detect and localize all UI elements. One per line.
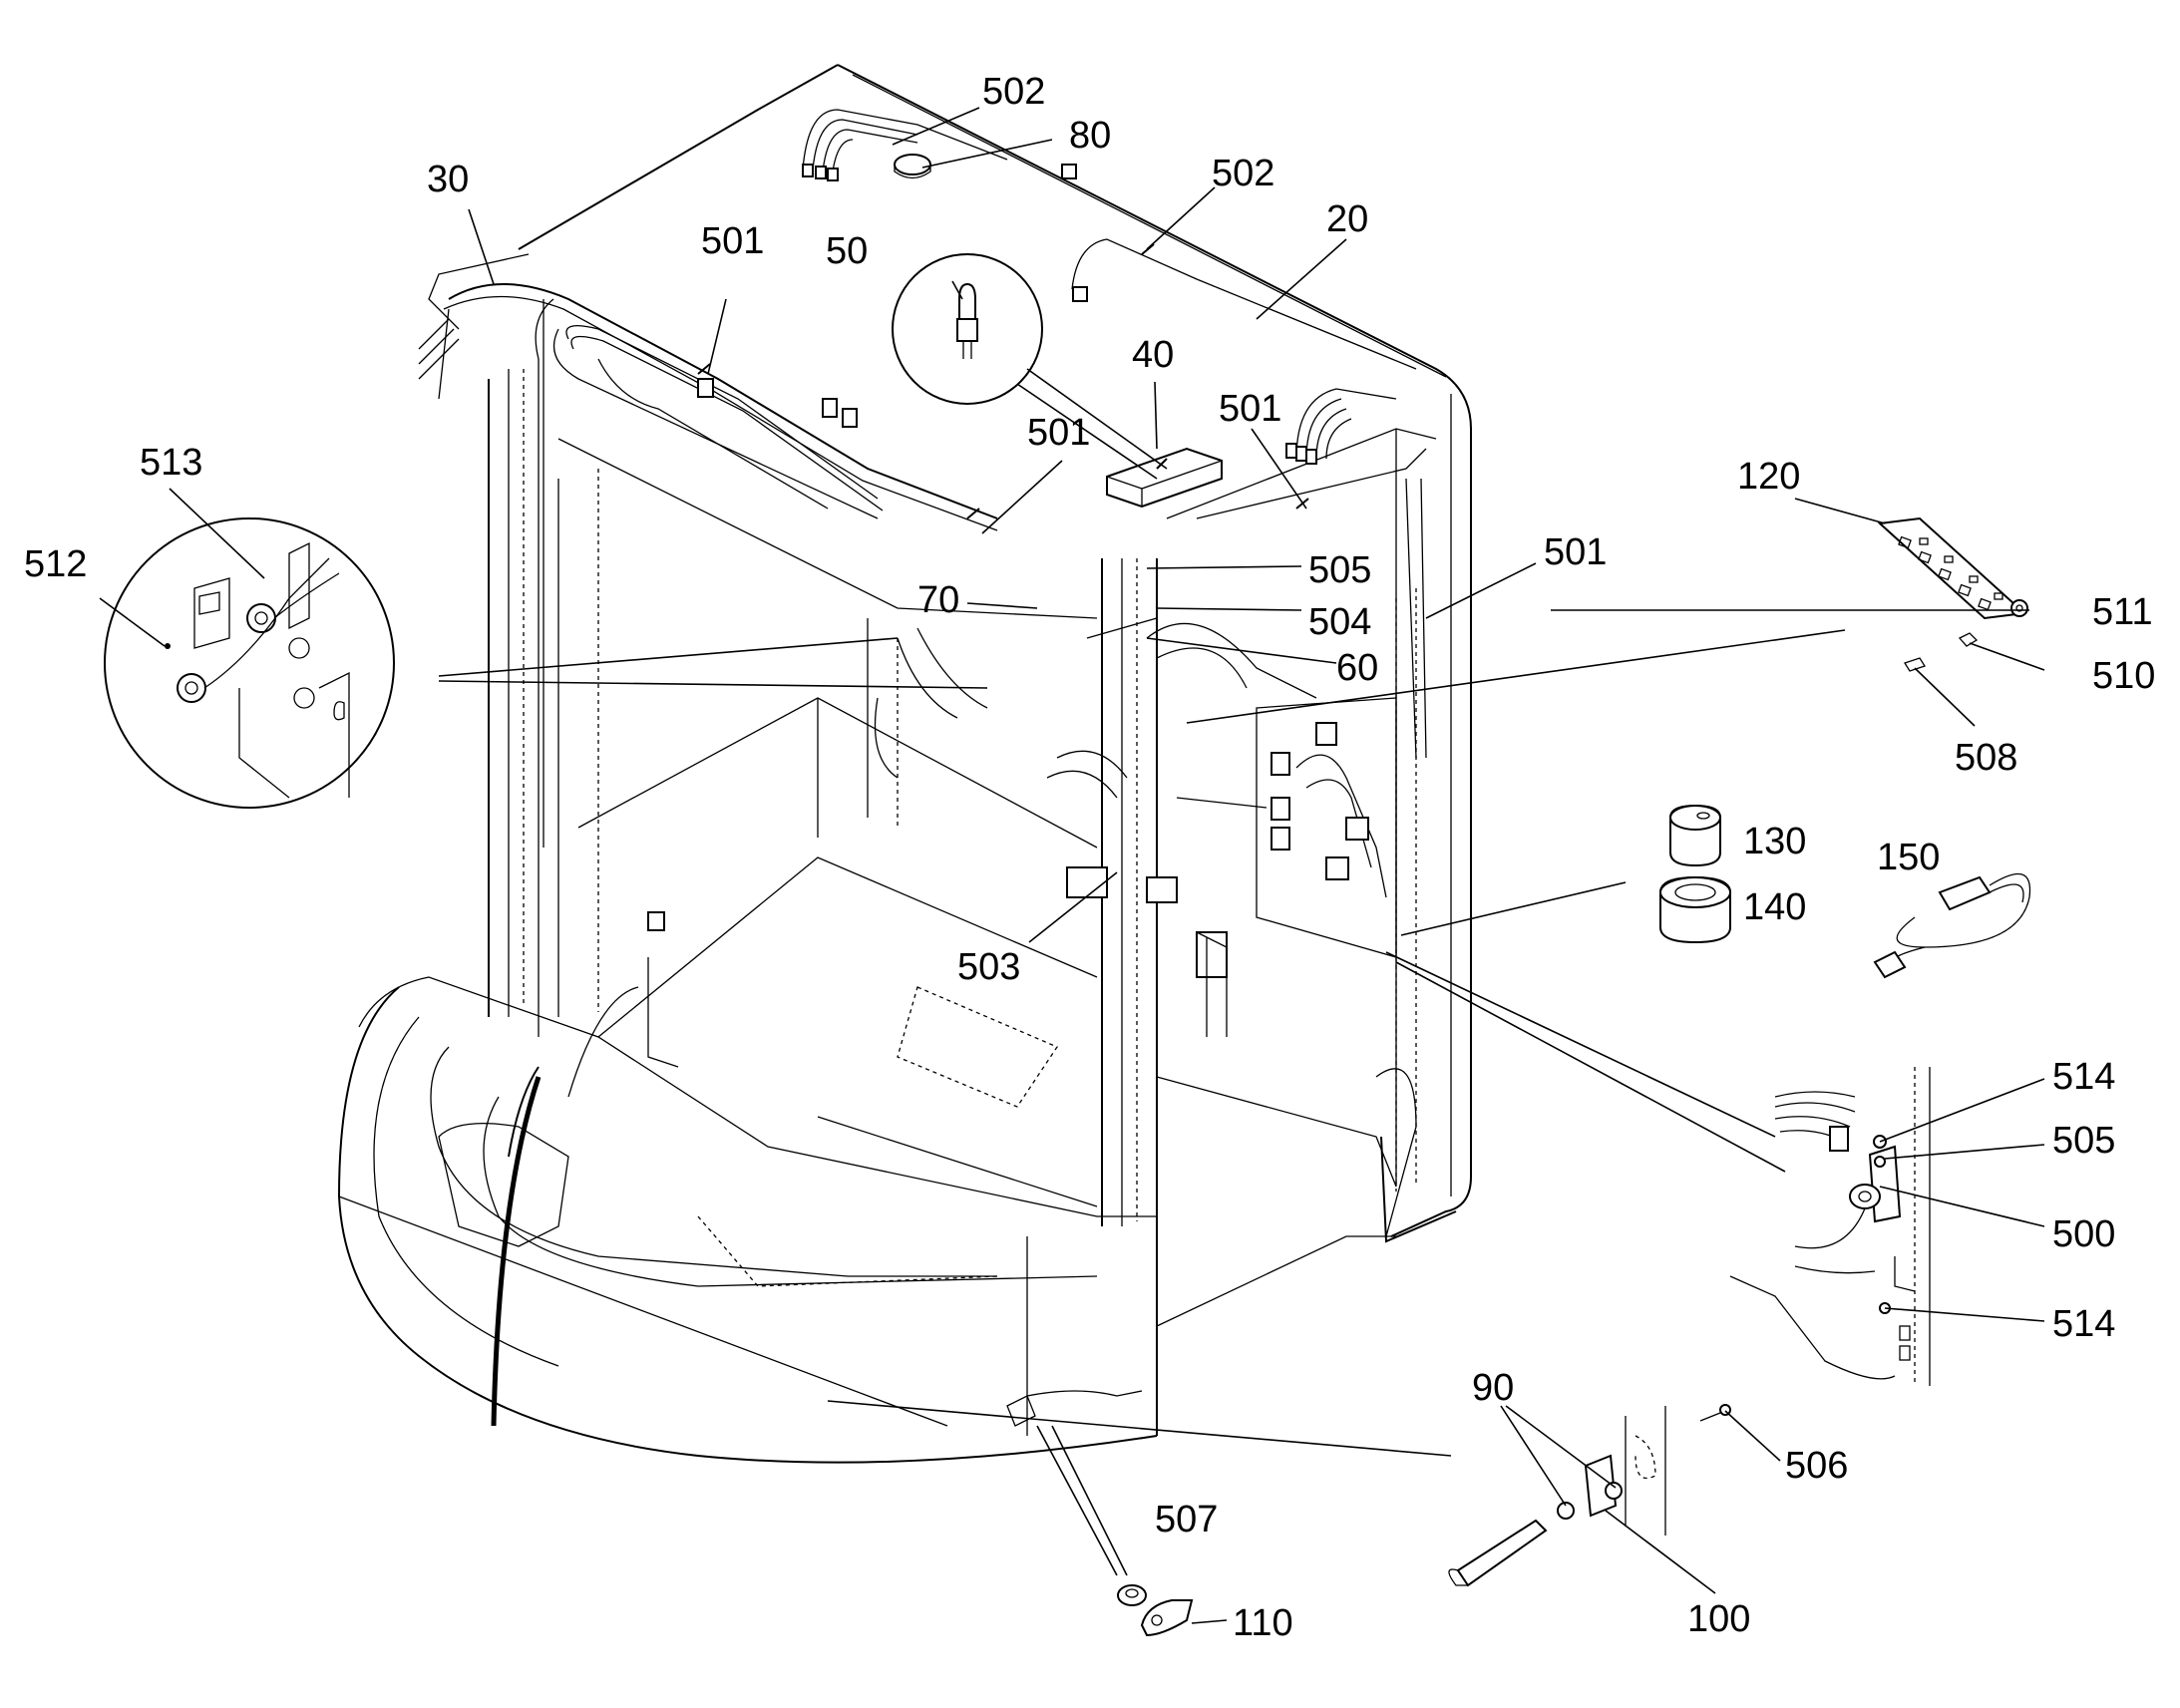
label-502-right: 502 <box>1212 153 1274 194</box>
label-503: 503 <box>957 946 1020 988</box>
label-506: 506 <box>1785 1445 1848 1487</box>
part-120-plate <box>1186 516 2028 724</box>
label-500: 500 <box>2052 1213 2115 1255</box>
label-30: 30 <box>427 159 469 200</box>
label-514-lower: 514 <box>2052 1303 2115 1345</box>
detail-circle-50 <box>892 253 1168 480</box>
label-501-left: 501 <box>701 220 764 262</box>
label-60: 60 <box>1336 647 1378 689</box>
label-100: 100 <box>1687 1598 1750 1640</box>
part-80-sensor <box>894 154 931 179</box>
label-130: 130 <box>1743 821 1806 862</box>
wiring-harness <box>418 109 1427 1098</box>
label-110: 110 <box>1233 1602 1293 1644</box>
part-150-cable <box>1873 872 2031 979</box>
label-510: 510 <box>2092 655 2155 697</box>
label-508: 508 <box>1955 737 2017 779</box>
label-50: 50 <box>826 230 868 272</box>
label-502-top: 502 <box>982 71 1045 113</box>
part-40-module <box>1106 447 1223 509</box>
label-511: 511 <box>2092 591 2153 633</box>
label-512: 512 <box>24 543 87 585</box>
leader-lines <box>99 107 2045 1624</box>
label-120: 120 <box>1737 456 1800 498</box>
label-140: 140 <box>1743 886 1806 928</box>
label-501-center: 501 <box>1027 412 1090 454</box>
label-513: 513 <box>140 442 202 484</box>
label-150: 150 <box>1877 837 1940 878</box>
label-70: 70 <box>917 579 959 621</box>
detail-circle-512-513 <box>104 517 988 809</box>
label-20: 20 <box>1326 198 1368 240</box>
label-507: 507 <box>1155 1499 1218 1540</box>
label-504: 504 <box>1308 601 1371 643</box>
part-130-140-rings <box>1400 804 1731 944</box>
label-514-upper: 514 <box>2052 1056 2115 1098</box>
label-40: 40 <box>1132 334 1174 376</box>
detail-500-505-514 <box>1385 951 1931 1386</box>
part-90-100-506 <box>827 1400 1731 1587</box>
label-505-upper: 505 <box>1308 549 1371 591</box>
cabinet-body <box>337 64 1472 1464</box>
label-501-center-right: 501 <box>1219 388 1281 430</box>
label-501-far-right: 501 <box>1544 531 1607 573</box>
part-507-110 <box>1006 1390 1194 1637</box>
part-labels: 502 80 502 30 20 501 50 40 501 501 513 5… <box>24 71 2155 1644</box>
label-505-lower: 505 <box>2052 1120 2115 1162</box>
label-80: 80 <box>1069 115 1111 157</box>
label-90: 90 <box>1472 1367 1514 1409</box>
